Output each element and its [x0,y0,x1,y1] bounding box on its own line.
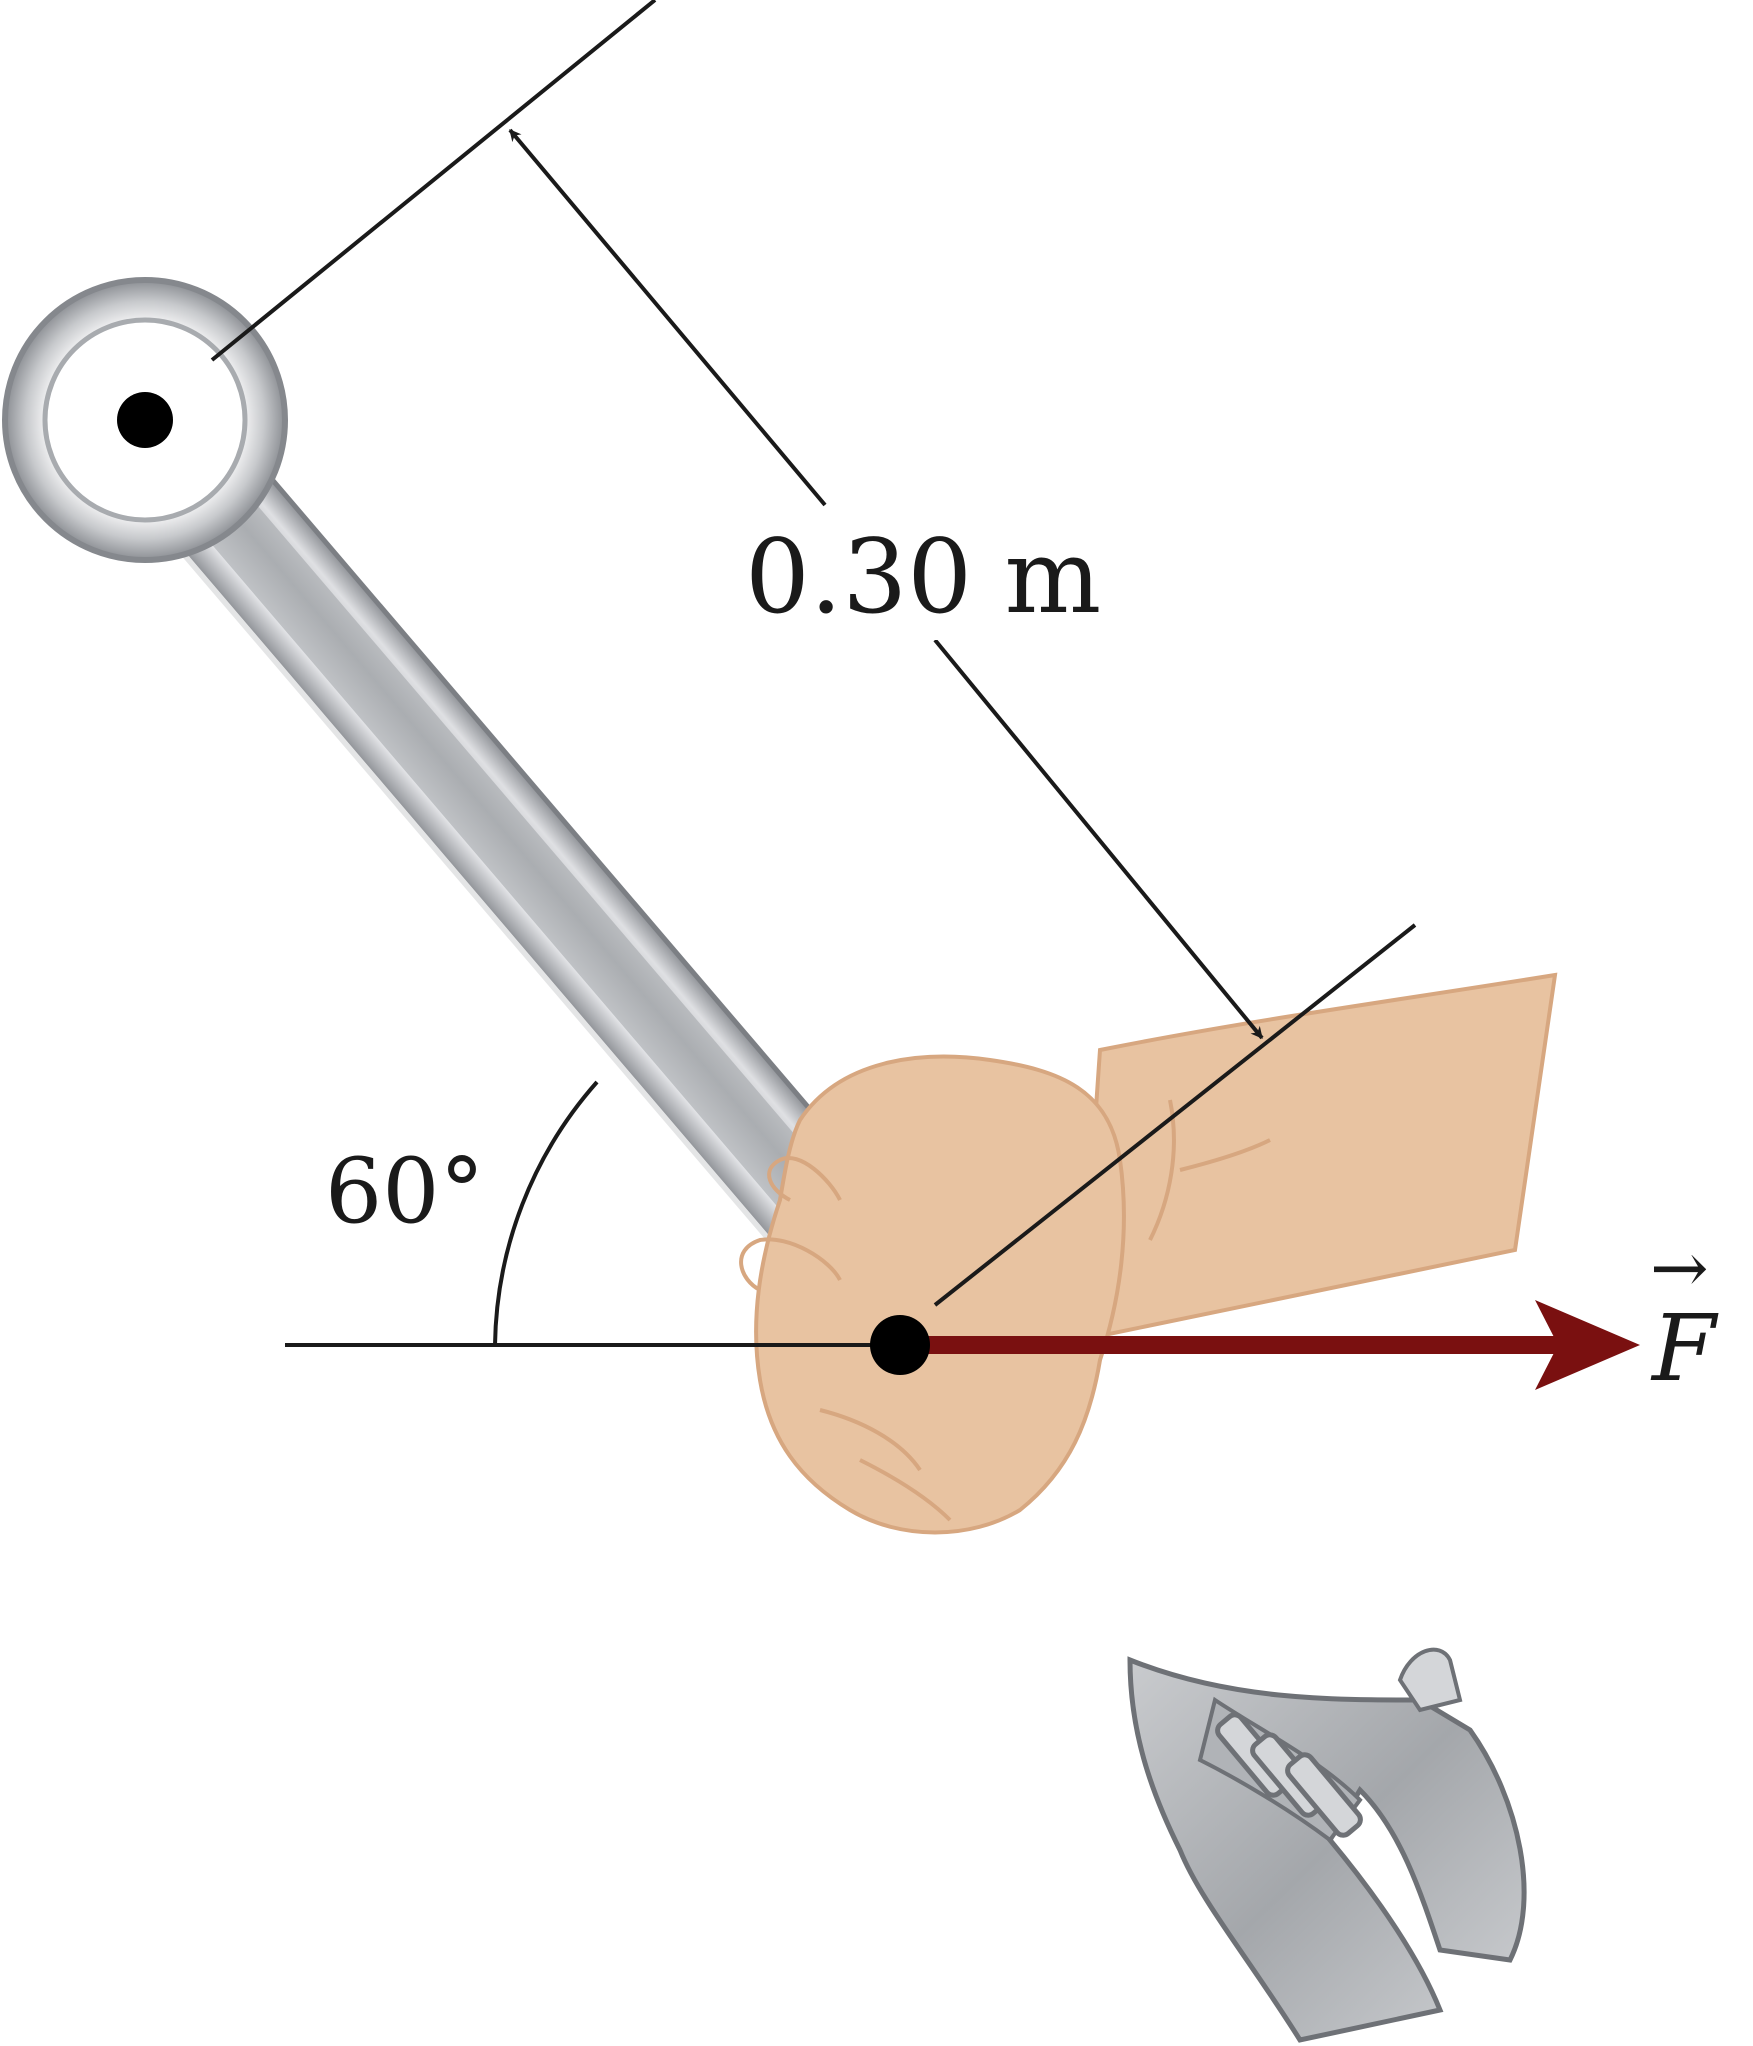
angle-arc [493,1080,599,1346]
angle-label: 60° [325,1139,485,1244]
distance-label: 0.30 m [745,518,1101,637]
distance-dimension [210,0,1417,1307]
force-label: F [1650,1295,1719,1402]
extension-line-pivot [210,0,657,362]
extension-line-application [933,923,1417,1307]
dimension-arrow-upper [508,128,827,507]
angle-marker [285,1080,900,1347]
hand-icon [739,972,1558,1535]
force-arrow [900,1300,1640,1390]
dimension-arrow-lower [933,638,1264,1040]
pivot-dot-icon [117,392,173,448]
distance-label-backdrop [725,515,1075,640]
force-vector-arrow-icon: → [1650,1227,1709,1309]
application-point-dot-icon [870,1315,930,1375]
wrench-adjustable-head [1127,1647,1527,2043]
